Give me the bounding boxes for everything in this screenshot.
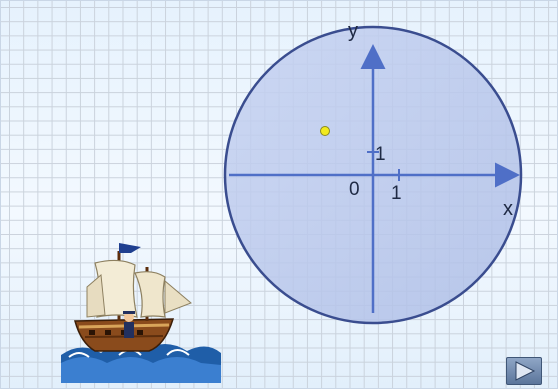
x-axis-label: x — [503, 198, 513, 220]
sailing-ship-illustration — [61, 243, 221, 383]
next-slide-button[interactable] — [506, 357, 542, 385]
y-tick-label: 1 — [375, 144, 386, 165]
y-axis-label: y — [348, 20, 358, 42]
point-marker[interactable] — [320, 126, 330, 136]
origin-label: 0 — [349, 179, 360, 200]
x-tick-label: 1 — [391, 183, 402, 204]
play-triangle-icon — [515, 361, 536, 381]
